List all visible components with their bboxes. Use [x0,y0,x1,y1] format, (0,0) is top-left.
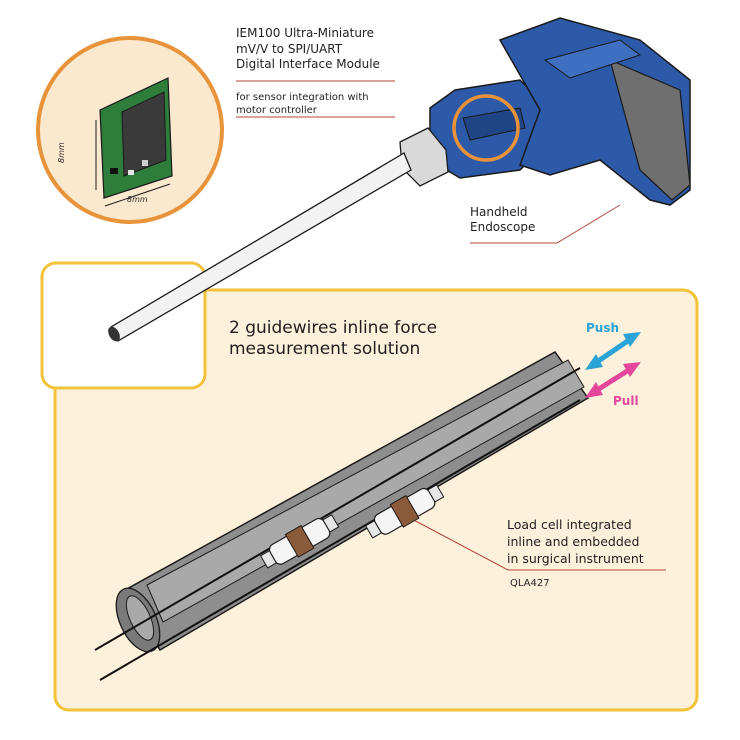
module-subtitle-line: for sensor integration with [236,92,369,103]
solution-title: 2 guidewires inline force measurement so… [229,318,437,360]
module-subtitle: for sensor integration with motor contro… [236,91,369,117]
module-title-line: Digital Interface Module [236,57,380,71]
loadcell-label-line: Load cell integrated [507,517,632,532]
solution-title-line: 2 guidewires inline force [229,318,438,338]
part-number: QLA427 [510,578,550,589]
push-arrow-icon [585,332,641,370]
module-subtitle-line: motor controller [236,105,317,116]
pull-label: Pull [613,394,639,408]
endoscope-label-line: Endoscope [470,220,536,234]
solution-title-line: measurement solution [229,339,421,359]
load-cell-right [364,484,445,539]
handheld-endoscope [108,17,691,342]
module-title: IEM100 Ultra-Miniature mV/V to SPI/UART … [236,26,380,73]
loadcell-label-line: in surgical instrument [507,551,644,566]
dimension-vertical-label: 8mm [57,142,66,163]
pull-arrow-icon [585,362,641,398]
loadcell-label-line: inline and embedded [507,534,640,549]
endoscope-label: Handheld Endoscope [470,205,535,235]
module-title-line: mV/V to SPI/UART [236,41,343,56]
push-label: Push [586,321,620,335]
guidewire-bottom [99,399,581,681]
module-highlight-ring [452,94,520,162]
guidewire-top [94,367,581,651]
endoscope-label-line: Handheld [470,205,528,219]
dimension-horizontal-label: 8mm [127,195,148,204]
loadcell-label: Load cell integrated inline and embedded… [507,516,644,567]
loadcell-leader [407,516,666,571]
module-title-line: IEM100 Ultra-Miniature [236,26,374,40]
pcb-module [99,77,173,199]
endoscope-leader [470,204,621,244]
load-cell-left [259,514,340,569]
dim-line-horizontal [104,183,171,207]
